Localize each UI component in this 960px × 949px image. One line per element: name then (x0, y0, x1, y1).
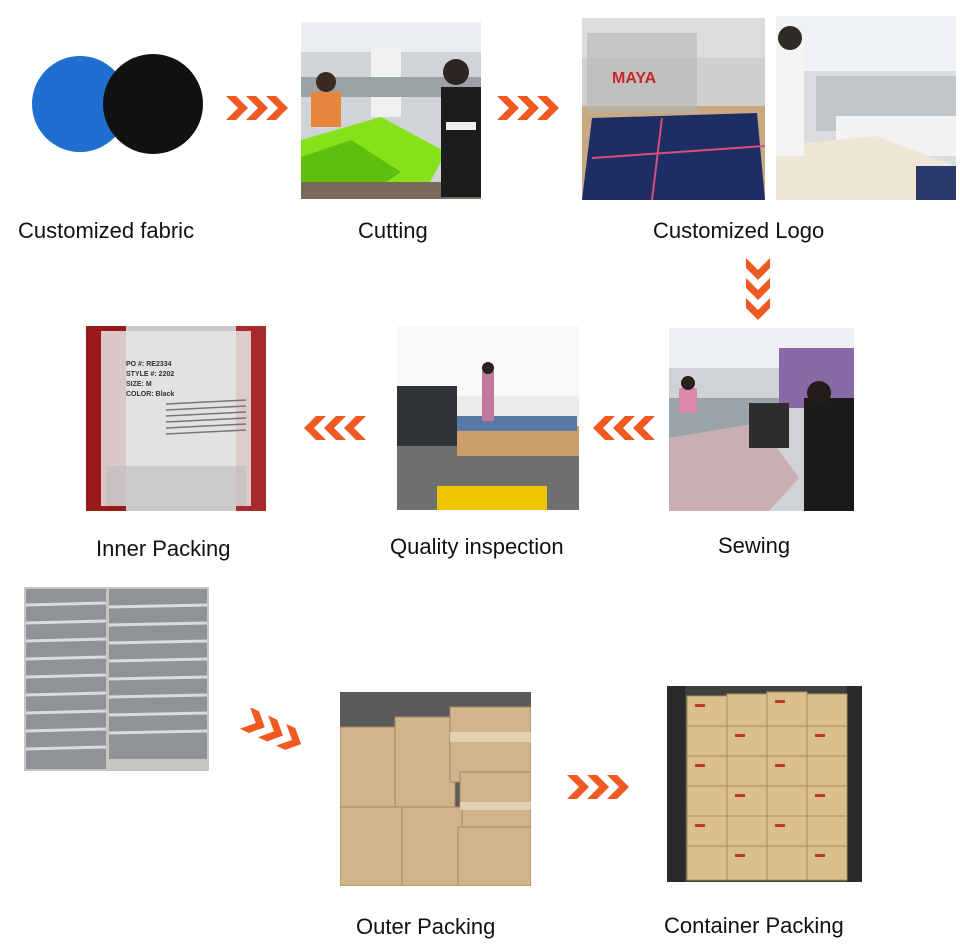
arrow-left-icon (304, 416, 368, 440)
arrow-down-right-icon (240, 708, 306, 754)
step-label-outer: Outer Packing (356, 914, 495, 940)
step-label-inner: Inner Packing (96, 536, 231, 562)
inner-packing-image: PO #: RE2334 STYLE #: 2202 SIZE: M COLOR… (86, 326, 266, 511)
cutting-image (301, 22, 481, 199)
step-label-quality: Quality inspection (390, 534, 564, 560)
step-label-cutting: Cutting (358, 218, 428, 244)
quality-inspection-image (397, 326, 579, 510)
bag-print-line: STYLE #: 2202 (126, 371, 174, 378)
embroidery-brand-text: MAYA (612, 70, 657, 87)
embroidery-machine-image: MAYA (582, 18, 765, 200)
bag-print-line: COLOR: Black (126, 391, 174, 398)
arrow-right-icon (497, 96, 561, 120)
outer-packing-image (340, 692, 531, 886)
folded-garments-image (24, 587, 209, 771)
step-label-logo: Customized Logo (653, 218, 824, 244)
bag-print-line: SIZE: M (126, 381, 152, 388)
bag-print-line: PO #: RE2334 (126, 361, 172, 368)
fabric-swatches-image (25, 52, 210, 157)
container-packing-image (667, 686, 862, 882)
arrow-left-icon (593, 416, 657, 440)
arrow-right-icon (226, 96, 290, 120)
arrow-right-icon (567, 775, 631, 799)
sewing-image (669, 328, 854, 511)
printing-machine-image (776, 16, 956, 200)
arrow-down-icon (746, 258, 770, 320)
step-label-container: Container Packing (664, 913, 844, 939)
step-label-fabric: Customized fabric (18, 218, 194, 244)
step-label-sewing: Sewing (718, 533, 790, 559)
